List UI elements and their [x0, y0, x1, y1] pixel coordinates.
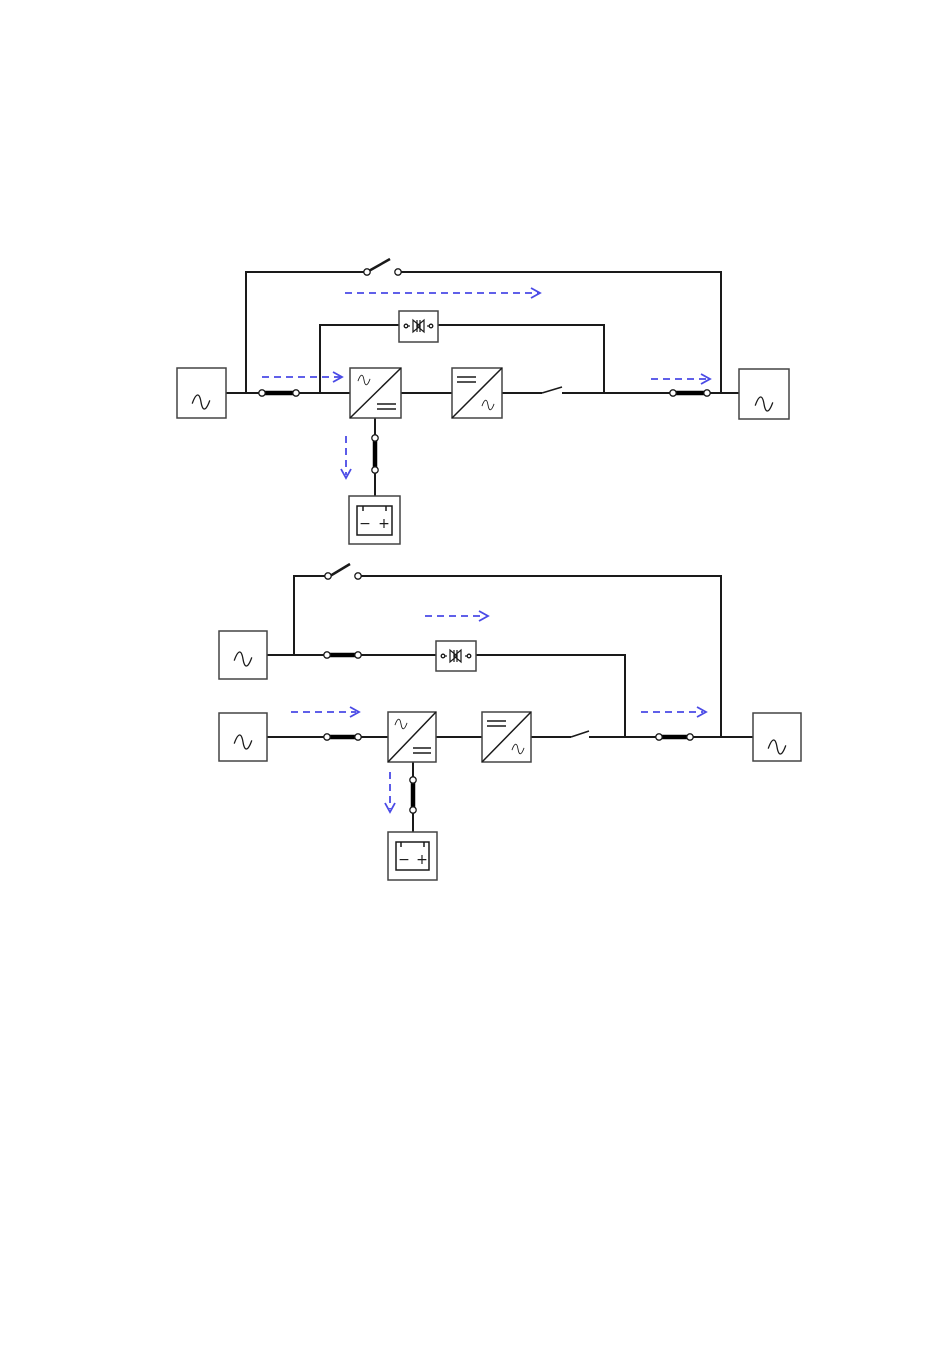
lower-output-breaker [656, 734, 693, 740]
upper-static-switch [399, 311, 438, 342]
upper-inverter [452, 368, 502, 418]
upper-output-breaker [670, 390, 710, 396]
upper-load [739, 369, 789, 419]
flow-arrow-rectifier-input [262, 372, 342, 382]
upper-rectifier [350, 368, 401, 418]
flow-arrow-bypass [345, 288, 540, 298]
lower-wires [267, 576, 753, 832]
lower-battery: − + [388, 832, 437, 880]
lower-mains-source [219, 713, 267, 761]
battery-negative: − [398, 852, 410, 868]
upper-inverter-output-switch [542, 387, 562, 393]
lower-input-breaker [324, 734, 361, 740]
upper-input-breaker [259, 390, 299, 396]
battery-negative: − [359, 516, 371, 532]
battery-positive: + [416, 852, 428, 868]
lower-inverter [482, 712, 531, 762]
flow-arrow-battery-charge [385, 772, 395, 812]
upper-diagram: − + [177, 259, 789, 544]
flow-arrow-bypass [425, 611, 488, 621]
lower-static-switch [436, 641, 476, 671]
lower-inverter-output-switch [571, 731, 589, 737]
flow-arrow-rectifier-input [291, 707, 359, 717]
flow-arrow-output [641, 707, 706, 717]
battery-positive: + [378, 516, 390, 532]
lower-diagram: − + [219, 564, 801, 880]
upper-maintenance-bypass-switch [364, 259, 401, 275]
lower-bypass-breaker [324, 652, 361, 658]
upper-battery-breaker [372, 435, 378, 473]
lower-load [753, 713, 801, 761]
upper-battery: − + [349, 496, 400, 544]
upper-ac-source [177, 368, 226, 418]
flow-arrow-output [651, 374, 710, 384]
lower-battery-breaker [410, 777, 416, 813]
lower-rectifier [388, 712, 436, 762]
lower-bypass-source [219, 631, 267, 679]
flow-arrow-battery-charge [341, 436, 351, 478]
lower-maintenance-bypass-switch [325, 564, 361, 579]
